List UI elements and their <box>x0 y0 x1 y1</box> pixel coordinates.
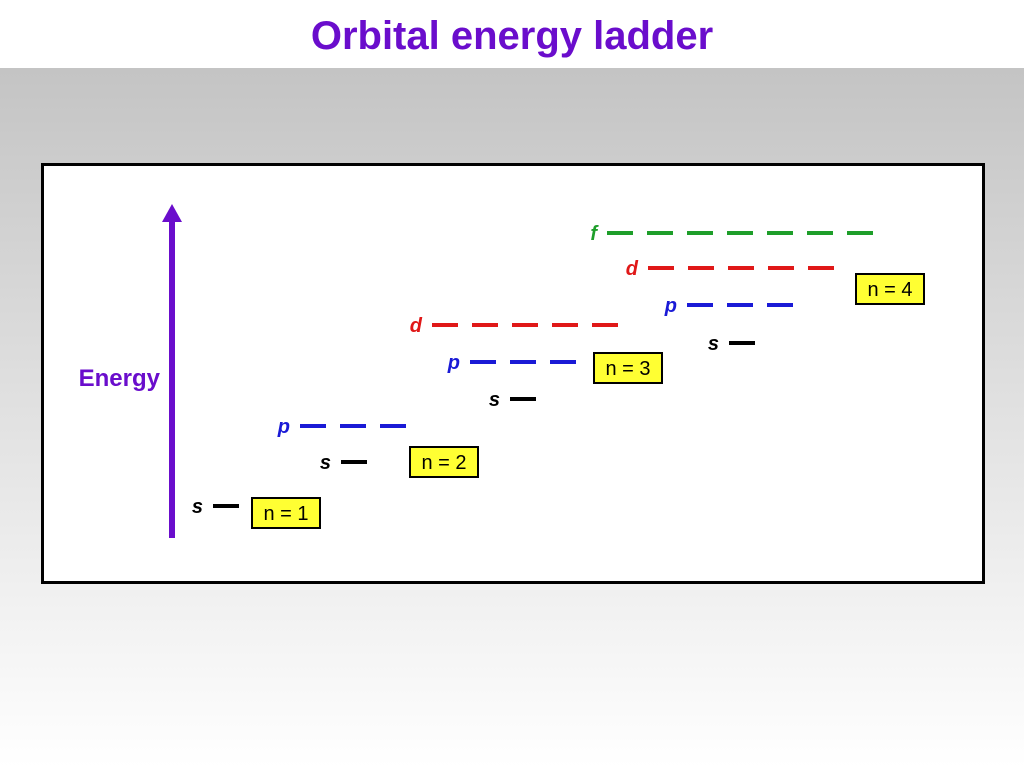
orbital-label-4f: f <box>590 223 599 245</box>
orbital-label-4d: d <box>626 258 639 280</box>
orbital-levels: s n = 1 s p n = 2 s p d n = 3 s p d f n = 4 <box>192 223 925 529</box>
orbital-label-4s: s <box>708 333 719 355</box>
shell-label-4: n = 4 <box>867 279 912 301</box>
energy-axis: Energy <box>79 204 182 538</box>
shell-box-1 <box>251 497 321 529</box>
shell-label-3: n = 3 <box>605 358 650 380</box>
shell-4: s p d f n = 4 <box>590 223 925 355</box>
orbital-label-3p: p <box>447 352 460 374</box>
orbital-label-3s: s <box>489 389 500 411</box>
diagram-panel: Energy s n = 1 s p n = 2 s p d n = 3 s p d f n = 4 <box>41 163 985 584</box>
orbital-label-1s: s <box>192 496 203 518</box>
orbital-label-3d: d <box>410 315 423 337</box>
title-bar: Orbital energy ladder <box>0 0 1024 68</box>
shell-box-4 <box>855 273 925 305</box>
shell-3: s p d n = 3 <box>410 315 663 411</box>
orbital-label-2p: p <box>277 416 290 438</box>
shell-box-3 <box>593 352 663 384</box>
shell-1: s n = 1 <box>192 496 321 529</box>
page-title: Orbital energy ladder <box>310 14 714 58</box>
energy-axis-label: Energy <box>79 365 161 392</box>
up-arrow-icon <box>162 204 182 222</box>
shell-2: s p n = 2 <box>277 416 479 478</box>
shell-label-2: n = 2 <box>421 452 466 474</box>
orbital-label-2s: s <box>320 452 331 474</box>
orbital-label-4p: p <box>664 295 677 317</box>
energy-level-diagram: Energy s n = 1 s p n = 2 s p d n = 3 s p d f n = 4 <box>79 204 925 538</box>
shell-label-1: n = 1 <box>263 503 308 525</box>
shell-box-2 <box>409 446 479 478</box>
